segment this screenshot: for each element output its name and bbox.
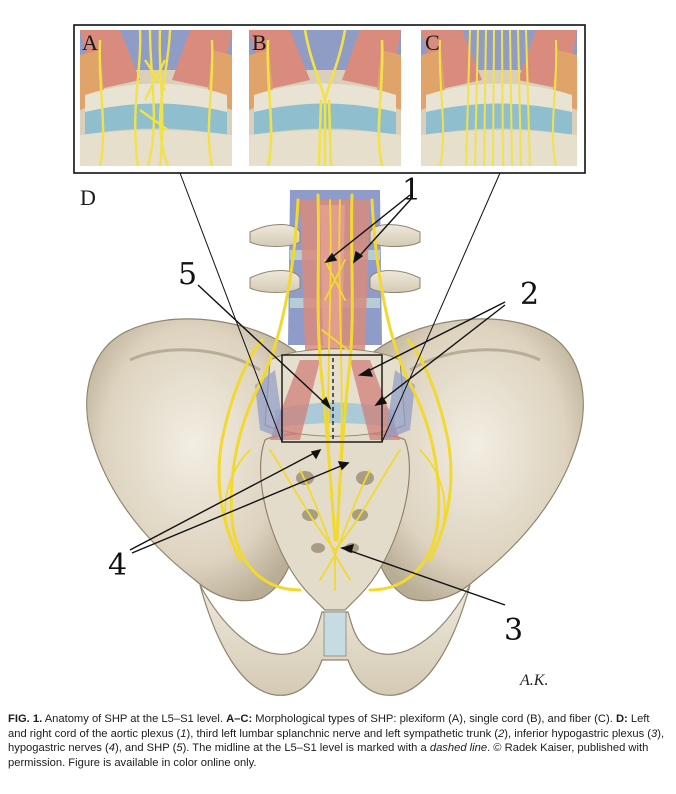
caption-d-label: D: xyxy=(615,713,628,725)
caption-text: ), and SHP ( xyxy=(114,742,177,755)
panel-b-single-cord xyxy=(249,30,401,166)
caption-ac-label: A–C: xyxy=(226,713,253,725)
panel-label-c: C xyxy=(425,30,440,55)
artist-signature: A.K. xyxy=(519,672,548,689)
panel-a-plexiform xyxy=(80,30,232,166)
callout-3: 3 xyxy=(504,613,523,648)
caption-num-2: 2 xyxy=(498,727,505,740)
right-iliac-wing xyxy=(369,318,584,602)
lumbar-spine xyxy=(249,190,421,350)
caption-text: Morphological types of SHP: plexiform (A… xyxy=(252,713,616,725)
caption-text: ), third left lumbar splanchnic nerve an… xyxy=(186,727,499,740)
panel-label-d: D xyxy=(80,185,96,210)
caption-num-1: 1 xyxy=(180,727,187,740)
pelvis-illustration xyxy=(86,190,584,696)
caption-num-5: 5 xyxy=(176,742,183,755)
callout-2: 2 xyxy=(520,277,539,312)
callout-1: 1 xyxy=(402,173,421,208)
caption-text: ). The midline at the L5–S1 level is mar… xyxy=(182,742,430,755)
callout-arrows xyxy=(129,194,506,606)
caption-text: Anatomy of SHP at the L5–S1 level. xyxy=(42,713,227,725)
caption-dashed-line: dashed line xyxy=(429,742,488,755)
caption-label: FIG. 1. xyxy=(8,713,43,725)
left-iliac-wing xyxy=(86,318,301,602)
panel-label-b: B xyxy=(252,30,267,55)
nerve-network xyxy=(217,193,453,592)
caption-text: . © Radek Kaiser, published with permiss… xyxy=(8,742,649,769)
figure-caption: FIG. 1. Anatomy of SHP at the L5–S1 leve… xyxy=(8,712,668,770)
panel-label-a: A xyxy=(82,30,98,55)
caption-text: ), inferior hypogastric plexus ( xyxy=(504,727,652,740)
callout-5: 5 xyxy=(178,257,197,292)
caption-num-4: 4 xyxy=(108,742,115,755)
panel-c-fiber xyxy=(421,30,577,166)
callout-4: 4 xyxy=(108,548,127,583)
caption-text: ), hypogastric nerves ( xyxy=(8,727,665,755)
zoom-leaders xyxy=(179,172,501,443)
anatomy-figure: A B C D xyxy=(73,24,586,696)
caption-num-3: 3 xyxy=(651,727,658,740)
caption-text: Left and right cord of the aortic plexus… xyxy=(8,713,650,740)
